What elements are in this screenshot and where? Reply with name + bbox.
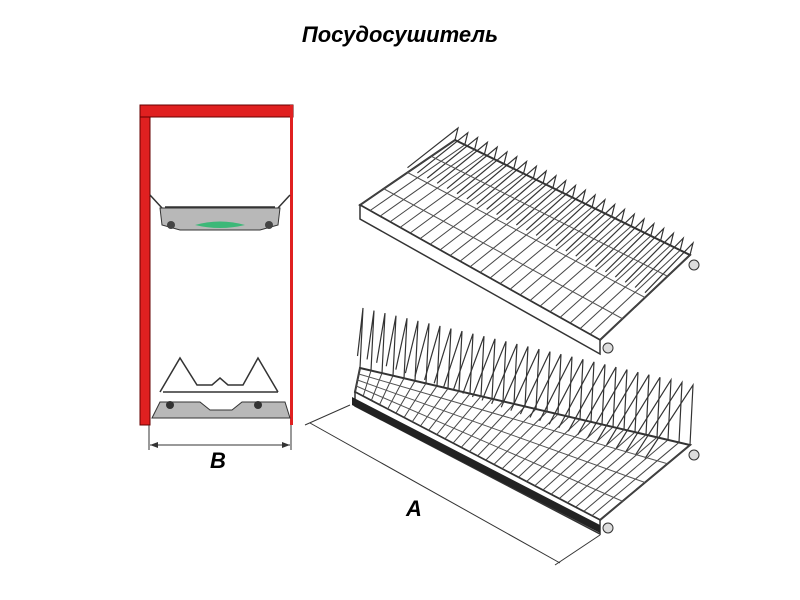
upper-rack-plate-wire: [555, 198, 606, 247]
dimension-a-label: A: [405, 496, 422, 521]
lower-rack-plate-wire: [577, 366, 617, 435]
lower-rack-plate-wire: [615, 376, 661, 449]
lower-rack-plate-wire: [356, 307, 364, 369]
upper-rack-plate-wire: [446, 145, 499, 189]
upper-rack-plate-wire: [506, 174, 557, 221]
upper-rack-plate-wire: [614, 226, 665, 278]
upper-rack-cross-wire: [431, 155, 668, 277]
upper-rack-plate-wire: [545, 193, 597, 242]
racks-3d-view: [352, 126, 700, 536]
upper-rack-plate-wire: [604, 221, 655, 273]
upper-rack-plate-wire: [486, 164, 538, 210]
upper-rack-plate-wire: [476, 159, 528, 205]
upper-rack-plate-wire: [515, 178, 567, 226]
lower-rack-drip-strip: [352, 397, 600, 533]
diagram-title: Посудосушитель: [301, 22, 499, 47]
lower-rack-plate-wire: [491, 343, 518, 405]
lower-rack-plate-wire: [462, 336, 485, 397]
lower-rack-end-cap: [602, 522, 614, 534]
lower-rack-plate-wire: [539, 356, 573, 422]
lower-rack-plate-wire: [424, 325, 441, 386]
upper-rack-plate-wire: [565, 202, 616, 252]
lower-rack-plate-wire: [481, 341, 507, 402]
upper-rack-cross-wire: [407, 172, 646, 298]
lower-rack-end-cap: [688, 449, 700, 461]
upper-rack-plate-wire: [466, 155, 518, 200]
lower-rack-plate-wire: [500, 346, 529, 408]
upper-rack-plate-wire: [525, 183, 577, 231]
lower-rack-plate-wire: [404, 320, 419, 381]
lower-rack-plate-wire: [519, 351, 551, 415]
lower-rack-plate-wire: [606, 374, 650, 446]
upper-rack-end-cap: [602, 342, 614, 354]
upper-rack-plate-wire: [436, 140, 489, 184]
upper-rack-plate-wire: [496, 169, 548, 216]
lower-rack-cross-wire: [357, 379, 646, 483]
cabinet-left-wall: [139, 104, 151, 426]
upper-rack-plate-wire: [426, 135, 479, 179]
upper-rack-plate-wire: [535, 188, 587, 236]
lower-rack-bracket: [151, 356, 291, 419]
lower-rack-cross-wire: [358, 373, 668, 465]
cabinet-side-view: B: [139, 104, 294, 473]
dimension-b: B: [148, 425, 292, 473]
upper-rack-plate-wire: [624, 231, 675, 283]
lower-rack-plate-wire: [586, 369, 628, 439]
upper-rack-plate-wire: [456, 150, 508, 195]
upper-rack-plate-wire: [634, 236, 685, 288]
upper-rack-plate-wire: [585, 212, 636, 262]
upper-rack-plate-wire: [407, 126, 460, 169]
lower-rack-plate-wire: [395, 318, 408, 379]
lower-rack-plate-wire: [567, 364, 606, 432]
lower-rack-plate-wire: [385, 315, 397, 376]
lower-rack-cross-wire: [356, 385, 623, 502]
upper-rack-bracket: [149, 194, 291, 231]
lower-rack-plate-wire: [471, 338, 496, 399]
drip-tray-accent: [195, 221, 245, 228]
dimension-b-label: B: [210, 448, 226, 473]
upper-rack-plate-wire: [417, 131, 469, 174]
lower-rack-plate-wire: [558, 361, 595, 429]
dimension-a: A: [304, 404, 601, 566]
lower-rack-plate-wire: [366, 310, 375, 371]
lower-rack-plate-wire: [433, 328, 452, 389]
lower-rack-plate-wire: [414, 323, 430, 384]
lower-rack-plate-wire: [443, 330, 463, 392]
upper-rack-front-rail: [359, 203, 601, 356]
lower-rack-plate-wire: [596, 371, 639, 442]
upper-rack-plate-wire: [644, 240, 695, 294]
lower-rack-plate-wire: [548, 359, 584, 425]
upper-rack-plate-wire: [595, 217, 646, 268]
lower-rack-plate-wire: [452, 333, 474, 394]
lower-rack-plate-wire: [644, 382, 694, 459]
upper-rack-cross-wire: [383, 188, 623, 320]
upper-rack-plate-wire: [575, 207, 626, 257]
lower-rack-plate-wire: [625, 377, 672, 452]
cabinet-right-wall: [290, 105, 293, 425]
upper-rack-end-cap: [688, 259, 700, 271]
lower-rack-plate-wire: [510, 348, 540, 411]
lower-rack-plate-wire: [529, 353, 562, 418]
lower-rack-plate-wire: [376, 313, 386, 374]
lower-rack-plate-wire: [634, 380, 683, 456]
cabinet-top-panel: [139, 104, 294, 118]
